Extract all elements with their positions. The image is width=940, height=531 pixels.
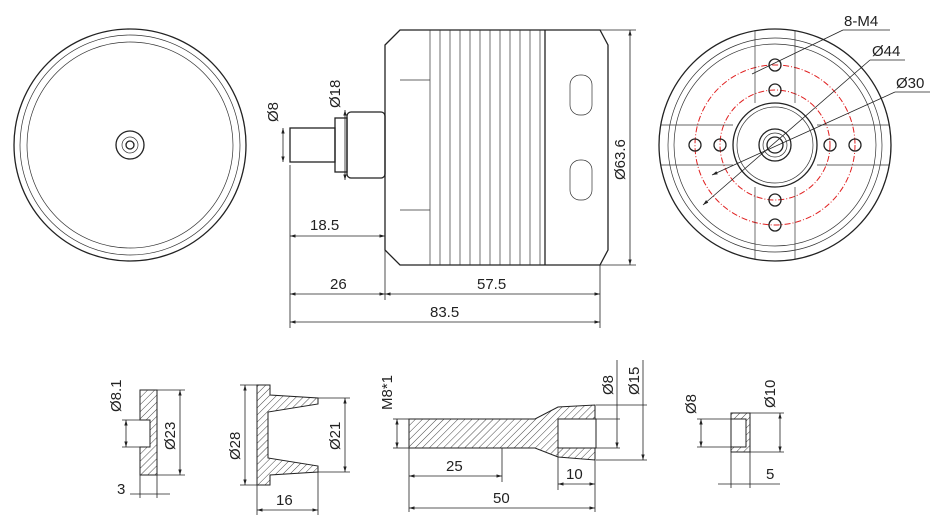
dim-shaft-len: 18.5 (310, 217, 339, 234)
dim-body-len: 57.5 (477, 276, 506, 293)
dim-shaft-outer: Ø15 (626, 367, 643, 395)
washer-part: Ø8.1 Ø23 3 (108, 379, 185, 498)
dim-thread: M8*1 (379, 375, 396, 410)
dim-shaft-dia: Ø8 (265, 102, 282, 122)
dim-spacer-outer: Ø10 (762, 380, 779, 408)
side-view-dimensions: Ø8 Ø18 Ø63.6 18.5 26 57.5 83.5 (265, 29, 636, 328)
dim-washer-outer: Ø23 (162, 422, 179, 450)
dim-collet-length: 16 (276, 492, 293, 509)
dim-spacer-length: 5 (766, 466, 774, 483)
front-view-dimensions: 8-M4 Ø44 Ø30 (702, 13, 930, 206)
spacer-part: Ø8 Ø10 5 (683, 380, 784, 488)
dim-shaft-length: 50 (493, 490, 510, 507)
rear-view (13, 28, 247, 262)
dim-thread-len: 25 (446, 458, 463, 475)
dim-spacer-inner: Ø8 (683, 394, 700, 414)
dim-bore: Ø8 (600, 375, 617, 395)
front-view (658, 28, 892, 262)
dim-collet-outer: Ø28 (227, 432, 244, 460)
prop-shaft-part: M8*1 Ø8 Ø15 25 10 50 (379, 360, 647, 512)
dim-pcd-inner: Ø30 (896, 75, 924, 92)
dim-washer-thickness: 3 (117, 481, 125, 498)
dim-bore-len: 10 (566, 466, 583, 483)
dim-overall-len: 83.5 (430, 304, 459, 321)
side-view (289, 29, 609, 266)
dim-body-dia: Ø63.6 (612, 139, 629, 180)
dim-washer-inner: Ø8.1 (108, 379, 125, 412)
dim-shaft-total: 26 (330, 276, 347, 293)
dim-flange-dia: Ø18 (327, 80, 344, 108)
dim-holes: 8-M4 (844, 13, 878, 30)
dim-collet-inner: Ø21 (327, 422, 344, 450)
collet-part: Ø28 Ø21 16 (227, 384, 350, 515)
dim-pcd-outer: Ø44 (872, 43, 900, 60)
